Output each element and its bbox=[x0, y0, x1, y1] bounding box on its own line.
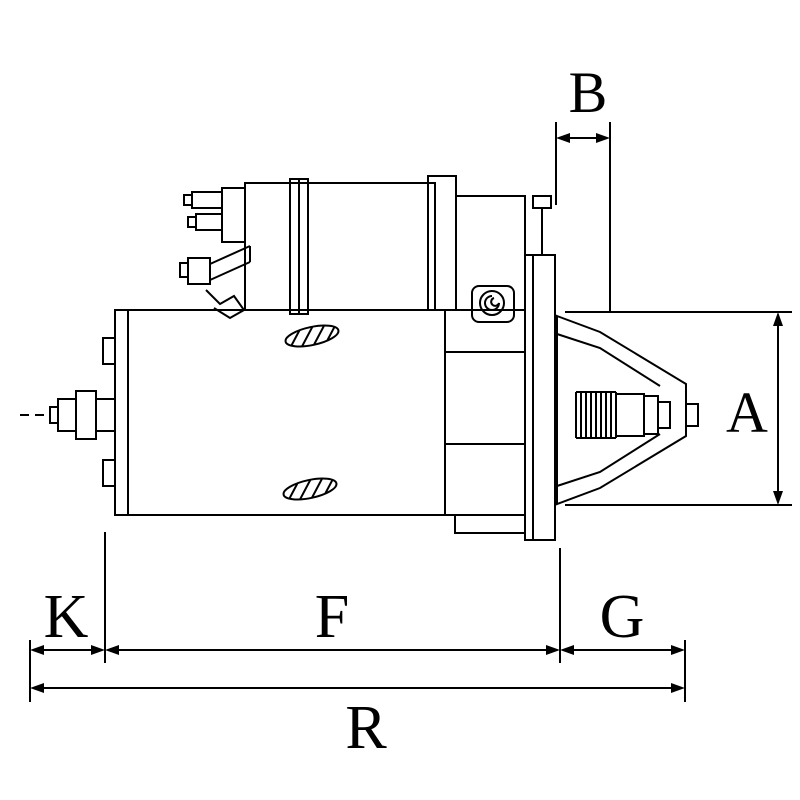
terminal-studs-upper bbox=[183, 191, 223, 231]
motor-main-body bbox=[102, 309, 446, 516]
dimension-k bbox=[30, 645, 105, 655]
rolled-pin-detail bbox=[471, 285, 515, 323]
dimension-label-a: A bbox=[726, 380, 768, 445]
dimension-g bbox=[560, 645, 685, 655]
dimension-label-b: B bbox=[569, 60, 608, 125]
mounting-flange bbox=[524, 254, 556, 541]
starter-motor-drawing bbox=[20, 175, 699, 541]
bottom-extension-lines bbox=[29, 532, 686, 702]
dimension-r bbox=[30, 683, 685, 693]
dimension-b bbox=[555, 122, 611, 313]
body-slot-upper bbox=[284, 321, 340, 351]
solenoid bbox=[221, 178, 436, 315]
dimension-f bbox=[105, 645, 560, 655]
dimension-label-r: R bbox=[345, 694, 387, 762]
dimension-label-g: G bbox=[600, 583, 645, 651]
drive-end-bracket bbox=[556, 314, 699, 506]
terminal-lower bbox=[179, 245, 251, 320]
dimension-lines bbox=[29, 122, 792, 702]
output-shaft bbox=[20, 390, 116, 440]
dimension-a bbox=[565, 311, 792, 506]
dimension-label-k: K bbox=[44, 583, 89, 651]
body-slot-lower bbox=[282, 474, 338, 504]
dimension-label-f: F bbox=[315, 583, 349, 651]
dimension-labels: B A K F G R bbox=[44, 60, 768, 762]
